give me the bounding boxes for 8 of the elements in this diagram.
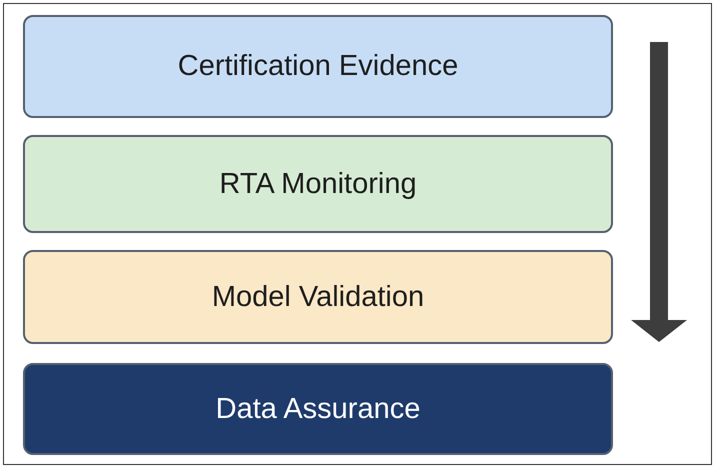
layer-box [23,363,613,455]
layer-box [23,15,613,118]
layer-box [23,250,613,344]
layer-label: Data Assurance [216,392,420,426]
layer-label: RTA Monitoring [219,166,417,202]
layer-box [23,135,613,233]
layer-label: Certification Evidence [178,49,458,84]
layer-label: Model Validation [212,280,424,314]
